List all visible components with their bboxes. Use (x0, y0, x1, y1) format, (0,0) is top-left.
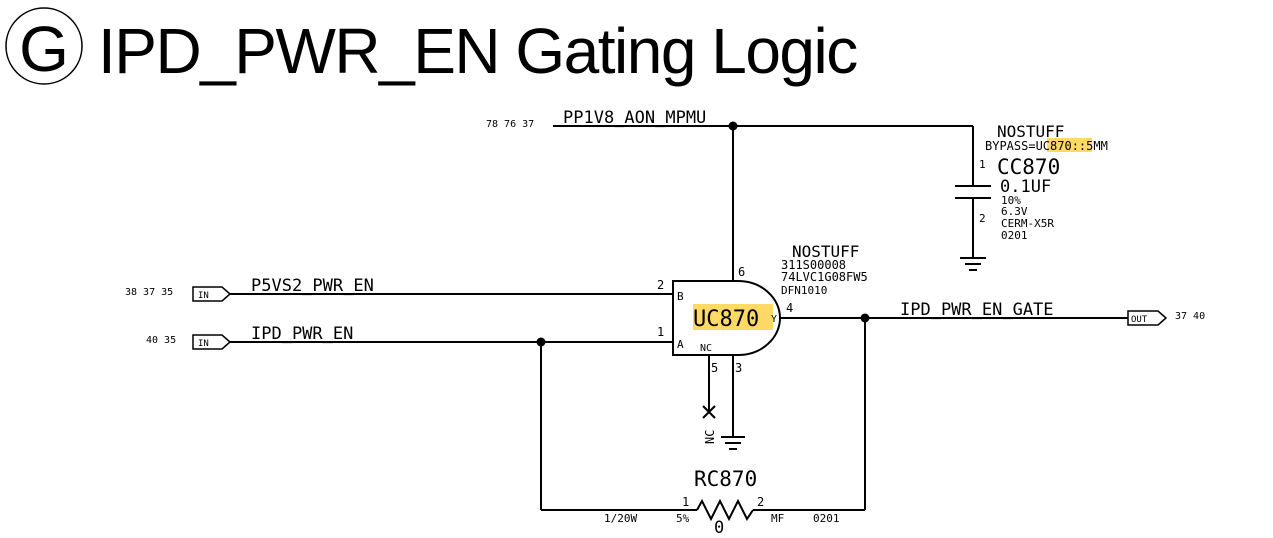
port-refs: 38 37 35 (125, 287, 173, 298)
pin-nc-number: 5 (711, 361, 718, 375)
pin-nc-label: NC (700, 343, 712, 354)
bypass-highlight (1047, 138, 1092, 152)
no-connect-marker (702, 405, 716, 419)
cap-nostuff: NOSTUFF (997, 122, 1064, 141)
page-title: IPD_PWR_EN Gating Logic (98, 15, 857, 87)
junction-dot (536, 337, 546, 347)
res-value: 0 (714, 518, 724, 538)
gate-nostuff: NOSTUFF (792, 242, 859, 261)
net-name: IPD_PWR_EN (251, 324, 353, 344)
ground-symbol (721, 436, 745, 450)
resistor-rc870: RC870 1 2 1/20W 5% 0 MF 0201 (604, 467, 840, 538)
pin-b-number: 2 (657, 278, 664, 292)
section-circle (5, 7, 83, 85)
section-letter: G (19, 13, 69, 85)
port-direction: OUT (1131, 315, 1148, 325)
net-name: P5VS2_PWR_EN (251, 276, 374, 296)
pin-y-label: Y (771, 314, 777, 325)
net-refs: 78 76 37 (486, 119, 534, 130)
pin-a-label: A (677, 338, 684, 351)
port-refs: 40 35 (146, 335, 176, 346)
net-name: IPD_PWR_EN_GATE (900, 300, 1054, 320)
res-pin1: 1 (682, 495, 689, 509)
port-ipd-pwr-en: 40 35 IN IPD_PWR_EN (146, 324, 353, 350)
pin-y-number: 4 (786, 301, 793, 315)
wires (230, 125, 1128, 511)
junction-dot (860, 313, 870, 323)
and-gate-uc870: NOSTUFF 311S00008 74LVC1G08FW5 DFN1010 U… (657, 242, 868, 450)
port-ipd-gate: IPD_PWR_EN_GATE OUT 37 40 (900, 300, 1205, 326)
title-block: G IPD_PWR_EN Gating Logic (5, 7, 859, 87)
net-pp1v8: 78 76 37 PP1V8_AON_MPMU (486, 108, 706, 130)
and-gate-body (672, 280, 781, 356)
cap-voltage: 6.3V (1001, 205, 1028, 218)
port-p5vs2: 38 37 35 IN P5VS2_PWR_EN (125, 276, 374, 302)
cap-tolerance: 10% (1001, 194, 1021, 207)
pin-a-number: 1 (657, 325, 664, 339)
net-name: PP1V8_AON_MPMU (563, 108, 706, 128)
pin-vcc-number: 6 (738, 265, 745, 279)
cap-pin2: 2 (979, 212, 986, 225)
output-port-flag (1127, 310, 1168, 326)
cap-refdes: CC870 (997, 155, 1060, 179)
pin-gnd-number: 3 (735, 361, 742, 375)
res-refdes: RC870 (694, 467, 757, 491)
junction-dot (728, 121, 738, 131)
refdes-highlight (693, 304, 773, 330)
gate-refdes: UC870 (693, 307, 759, 332)
gate-part-name: 74LVC1G08FW5 (781, 270, 868, 284)
res-pin2: 2 (757, 495, 764, 509)
cap-pin1: 1 (979, 158, 986, 171)
capacitor-cc870: NOSTUFF BYPASS=UC870::5MM 1 CC870 0.1UF … (955, 122, 1108, 271)
cap-package: 0201 (1001, 229, 1028, 242)
port-refs: 37 40 (1175, 311, 1205, 322)
res-tolerance: 5% (676, 512, 690, 525)
res-power: 1/20W (604, 512, 637, 525)
res-type: MF (771, 512, 784, 525)
junctions (536, 121, 870, 347)
port-direction: IN (198, 339, 209, 349)
ground-symbol (960, 257, 986, 271)
input-port-flag (192, 286, 232, 302)
cap-dielectric: CERM-X5R (1001, 217, 1054, 230)
cap-value: 0.1UF (1000, 177, 1051, 197)
gate-package: DFN1010 (781, 284, 827, 297)
gate-part-number: 311S00008 (781, 258, 846, 272)
input-port-flag (192, 334, 232, 350)
cap-bypass: BYPASS=UC870::5MM (985, 139, 1108, 153)
res-package: 0201 (813, 512, 840, 525)
port-direction: IN (198, 291, 209, 301)
pin-b-label: B (677, 290, 684, 303)
nc-marker-text: NC (703, 430, 717, 444)
resistor-zigzag (696, 498, 754, 522)
